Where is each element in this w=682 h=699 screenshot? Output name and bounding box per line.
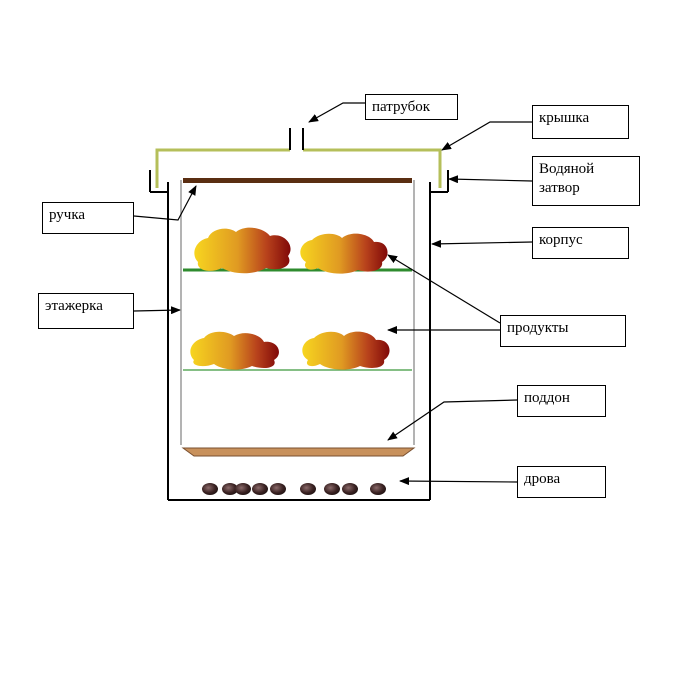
arrow-drova [399,477,518,486]
wood-piece [235,483,251,495]
label-poddon: поддон [517,385,606,417]
arrow-kryshka [441,121,532,151]
food-item [300,233,388,274]
wood-piece [324,483,340,495]
label-etazherka: этажерка [38,293,134,329]
pipe [289,128,304,150]
arrow-poddon [387,399,518,441]
wood-piece [202,483,218,495]
arrow-produkty-1 [387,254,501,324]
label-patrubok: патрубок [365,94,458,120]
wood-piece [300,483,316,495]
arrow-vodyanoy-zatvor [448,175,533,184]
food-item [302,331,390,370]
water-seal-channel [149,170,449,193]
wood-piece [270,483,286,495]
food-item [190,331,279,370]
lid [155,148,442,188]
arrow-patrubok [308,102,365,123]
wood-piece [342,483,358,495]
label-drova: дрова [517,466,606,498]
food-items [190,227,390,370]
label-vodyanoy-zatvor-line2: затвор [539,180,580,196]
label-kryshka: крышка [532,105,629,139]
label-korpus: корпус [532,227,629,259]
body-inner-walls [180,180,415,445]
body-outer-walls [167,182,431,501]
wood-piece [370,483,386,495]
firewood [202,483,386,495]
arrow-korpus [431,239,533,248]
leader-arrows [133,102,533,486]
handle-bar [183,178,412,183]
label-vodyanoy-zatvor-line1: Водяной [539,161,595,177]
label-vodyanoy-zatvor: Водяной затвор [532,156,640,206]
label-ruchka: ручка [42,202,134,234]
arrow-ruchka [133,185,197,221]
wood-piece [252,483,268,495]
label-produkty: продукты [500,315,626,347]
food-item [194,227,291,274]
tray [181,447,416,457]
wood-piece [222,483,238,495]
arrow-etazherka [133,306,181,315]
